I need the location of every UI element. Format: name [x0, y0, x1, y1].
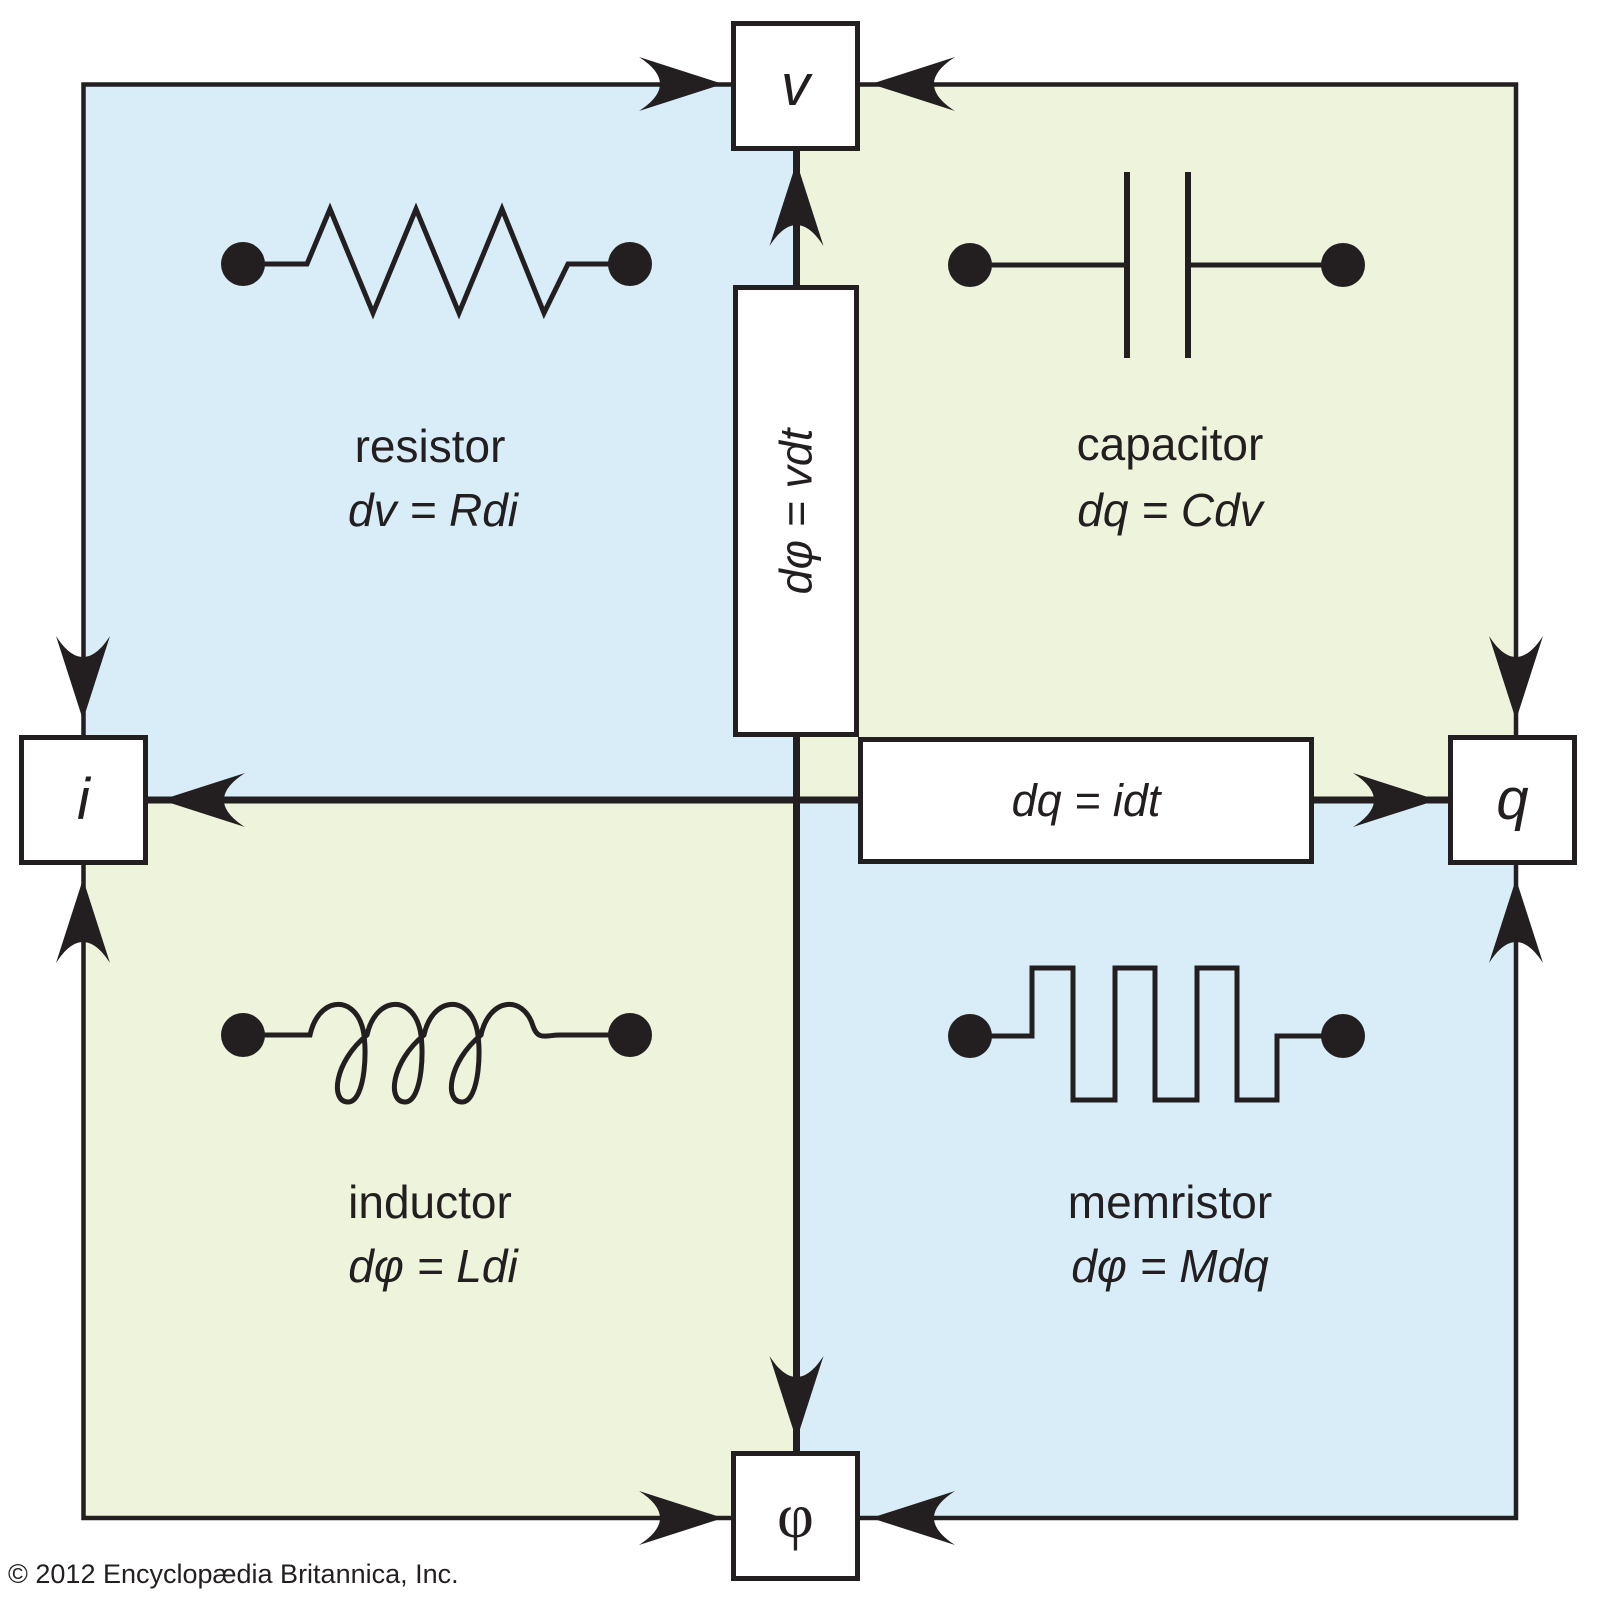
- node-v-label: v: [781, 53, 810, 118]
- flux-voltage-equation: dφ = vdt: [770, 428, 822, 594]
- quadrant-capacitor-bg: [796, 84, 1516, 800]
- memristor-meander: [975, 965, 1338, 1103]
- quadrant-resistor-bg: [83, 84, 797, 800]
- quadrant-fills: [83, 84, 1516, 1518]
- charge-current-equation: dq = idt: [1011, 775, 1161, 826]
- resistor-symbol: [221, 202, 652, 320]
- charge-current-relation-box: dq = idt: [858, 737, 1314, 864]
- resistor-right-terminal-dot: [608, 242, 652, 286]
- inductor-coil: [250, 1001, 624, 1105]
- capacitor-name: capacitor: [1076, 418, 1264, 470]
- capacitor-symbol: [948, 172, 1365, 358]
- node-v-box: v: [731, 21, 860, 151]
- memristor-symbol: [948, 965, 1365, 1103]
- resistor-zigzag: [250, 202, 624, 320]
- resistor-name: resistor: [354, 420, 506, 472]
- capacitor-left-terminal-dot: [948, 243, 992, 287]
- memristor-name: memristor: [1067, 1176, 1273, 1228]
- copyright-notice: © 2012 Encyclopædia Britannica, Inc.: [8, 1559, 459, 1589]
- inductor-right-terminal-dot: [608, 1013, 652, 1057]
- capacitor-right-terminal-dot: [1321, 243, 1365, 287]
- memristor-left-terminal-dot: [948, 1014, 992, 1058]
- node-q-label: q: [1496, 767, 1529, 832]
- node-q-box: q: [1448, 735, 1577, 865]
- memristor-right-terminal-dot: [1321, 1014, 1365, 1058]
- inductor-name: inductor: [348, 1176, 512, 1228]
- resistor-left-terminal-dot: [221, 242, 265, 286]
- node-phi-box: φ: [731, 1451, 860, 1581]
- capacitor-equation: dq = Cdv: [1077, 484, 1263, 536]
- inductor-symbol: [221, 1001, 652, 1105]
- node-phi-label: φ: [777, 1480, 814, 1551]
- node-i-label: i: [77, 767, 90, 832]
- flux-voltage-relation-box: dφ = vdt: [733, 285, 859, 737]
- resistor-equation: dv = Rdi: [347, 484, 519, 536]
- node-i-box: i: [19, 735, 148, 865]
- memristor-equation: dφ = Mdq: [1071, 1240, 1269, 1292]
- inductor-equation: dφ = Ldi: [348, 1240, 518, 1292]
- inductor-left-terminal-dot: [221, 1013, 265, 1057]
- quadrant-memristor-bg: [796, 800, 1516, 1518]
- quadrant-inductor-bg: [83, 800, 797, 1518]
